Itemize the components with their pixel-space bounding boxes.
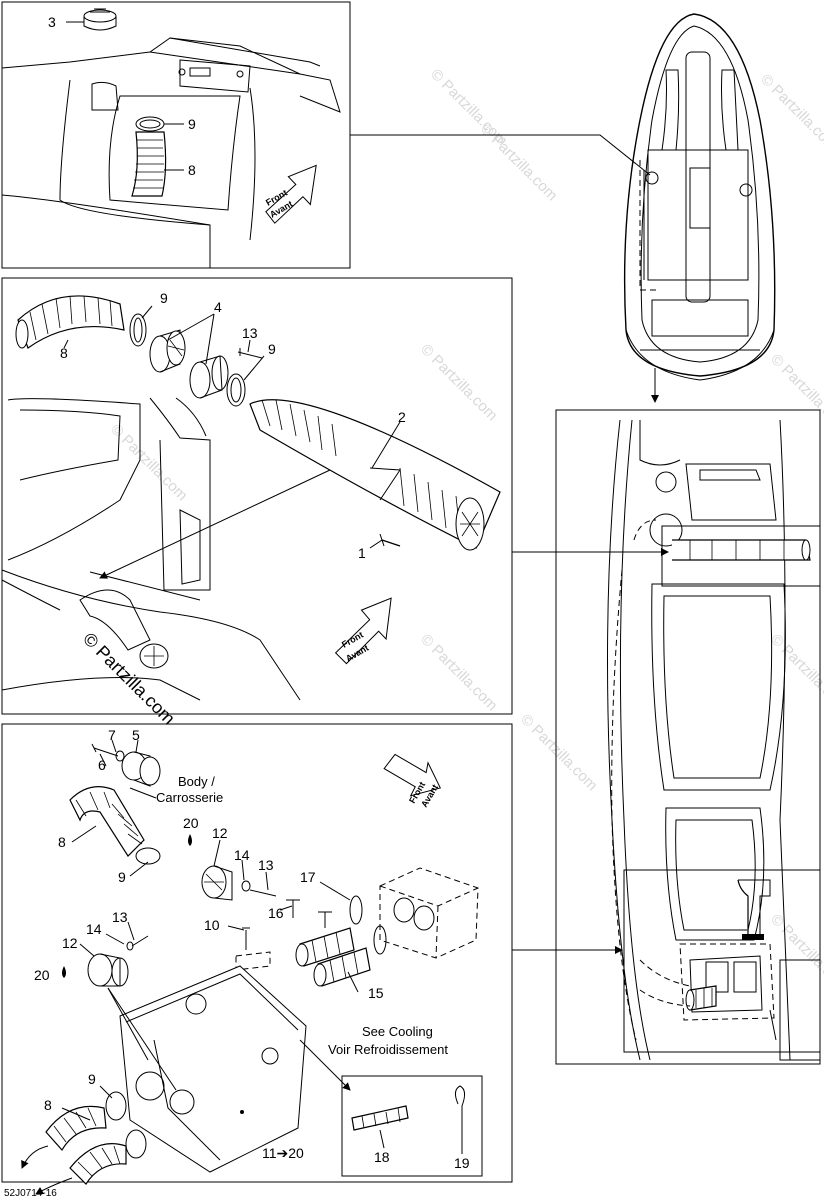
callout-14: 14 (234, 847, 250, 863)
panel-front-storage: 9 4 13 9 8 2 1 Front Avant (1, 277, 513, 715)
callout-8: 8 (188, 162, 196, 178)
callout-8: 8 (58, 834, 66, 850)
watercraft-top-view (623, 13, 776, 403)
diagram-code: 52J0714-16 (4, 1188, 57, 1199)
panel-hull-detail (555, 409, 821, 1065)
callout-1: 1 (358, 545, 366, 561)
callout-9: 9 (188, 116, 196, 132)
cooling-label: See Cooling (362, 1024, 433, 1039)
svg-text:© Partzilla.com: © Partzilla.com (767, 911, 824, 994)
callout-12: 12 (62, 935, 78, 951)
svg-text:© Partzilla.com: © Partzilla.com (417, 341, 500, 424)
front-arrow-3: Front Avant (383, 753, 442, 809)
callout-13: 13 (242, 325, 258, 341)
adhesive-drop-icon (62, 966, 66, 978)
callout-9: 9 (88, 1071, 96, 1087)
front-arrow-2: Front Avant (334, 597, 392, 665)
callout-20: 20 (34, 967, 50, 983)
body-label-fr: Carrosserie (156, 790, 223, 805)
adhesive-drop-icon (188, 834, 192, 846)
panel-storage-bin: 7 5 6 8 9 20 12 14 13 17 16 10 14 13 12 … (1, 723, 513, 1195)
callout-18: 18 (374, 1149, 390, 1165)
callout-13: 13 (258, 857, 274, 873)
callout-9: 9 (118, 869, 126, 885)
body-label: Body / (178, 774, 215, 789)
callout-10: 10 (204, 917, 220, 933)
panel-storage-top: 3 9 8 Front Avant (1, 1, 351, 269)
callout-16: 16 (268, 905, 284, 921)
cooling-label-fr: Voir Refroidissement (328, 1042, 448, 1057)
svg-text:© Partzilla.com: © Partzilla.com (767, 631, 824, 714)
callout-9: 9 (160, 290, 168, 306)
callout-4: 4 (214, 299, 222, 315)
callout-13: 13 (112, 909, 128, 925)
callout-9: 9 (268, 341, 276, 357)
callout-2: 2 (398, 409, 406, 425)
callout-7: 7 (108, 727, 116, 743)
callout-12: 12 (212, 825, 228, 841)
callout-8: 8 (44, 1097, 52, 1113)
callout-15: 15 (368, 985, 384, 1001)
svg-text:© Partzilla.com: © Partzilla.com (417, 631, 500, 714)
front-arrow-1: Front Avant (264, 164, 317, 224)
svg-text:© Partzilla.com: © Partzilla.com (767, 351, 824, 434)
callout-20: 20 (183, 815, 199, 831)
svg-text:© Partzilla.com: © Partzilla.com (517, 711, 600, 794)
callout-6: 6 (98, 757, 106, 773)
svg-text:© Partzilla.com: © Partzilla.com (757, 71, 824, 154)
callout-14: 14 (86, 921, 102, 937)
callout-19: 19 (454, 1155, 470, 1171)
callout-17: 17 (300, 869, 316, 885)
callout-11-20: 11➔20 (262, 1145, 304, 1161)
svg-text:© Partzilla.com: © Partzilla.com (477, 121, 560, 204)
callout-8: 8 (60, 345, 68, 361)
callout-3: 3 (48, 14, 56, 30)
callout-5: 5 (132, 727, 140, 743)
